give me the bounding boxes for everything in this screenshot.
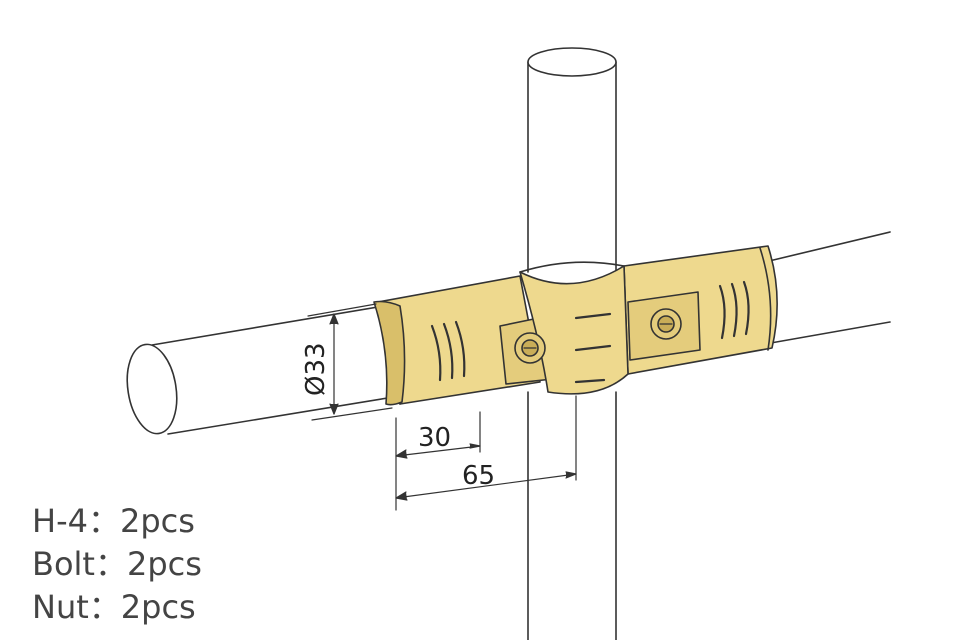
parts-list-item-bolt: Bolt：2pcs xyxy=(32,545,202,583)
long-length-label: 65 xyxy=(462,461,495,491)
horizontal-pipe-right xyxy=(764,231,891,345)
short-length-dimension xyxy=(395,411,481,511)
parts-list: H-4：2pcs Bolt：2pcs Nut：2pcs xyxy=(32,500,202,629)
short-length-label: 30 xyxy=(418,423,451,453)
bolt-right-icon xyxy=(650,308,682,340)
vertical-pipe xyxy=(527,47,617,640)
long-length-dimension xyxy=(395,395,577,501)
parts-list-item-nut: Nut：2pcs xyxy=(32,588,196,626)
diameter-label: Ø33 xyxy=(301,342,331,396)
horizontal-pipe-left xyxy=(126,304,401,435)
joint-center-collar xyxy=(519,261,629,395)
bolt-left-icon xyxy=(514,332,546,364)
parts-list-item-h4: H-4：2pcs xyxy=(32,502,195,540)
diameter-dimension xyxy=(307,303,393,421)
joint-left-sleeve xyxy=(373,275,541,406)
